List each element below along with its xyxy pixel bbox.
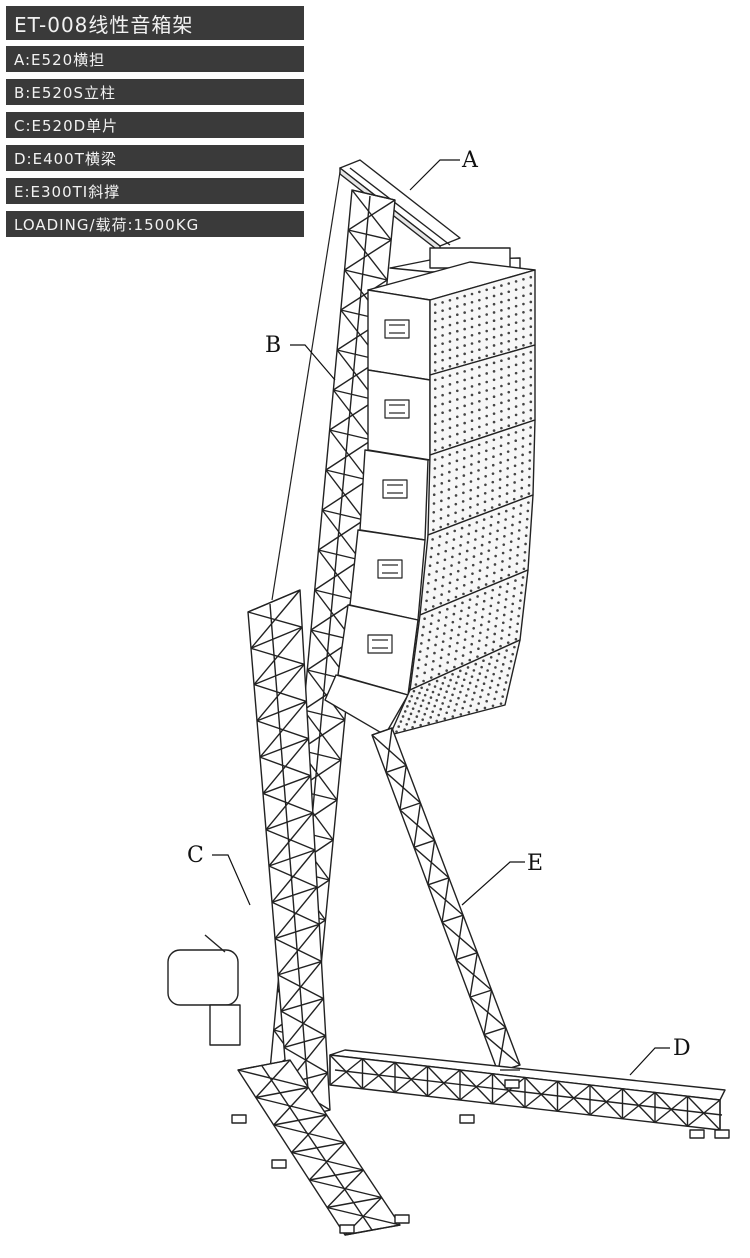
spec-row-e: E:E300TI斜撑 <box>6 178 304 204</box>
spec-row-b: B:E520S立柱 <box>6 79 304 105</box>
diagonal-brace-e <box>371 727 521 1073</box>
spec-title: ET-008线性音箱架 <box>6 6 304 40</box>
callout-a: A <box>461 148 479 173</box>
spec-row-loading: LOADING/载荷:1500KG <box>6 211 304 237</box>
base-beam-front <box>237 1059 401 1236</box>
speaker-array <box>324 247 536 736</box>
spec-row-d: D:E400T横梁 <box>6 145 304 171</box>
callout-c: C <box>187 843 204 868</box>
rear-leg-c <box>247 589 331 1121</box>
callout-e: E <box>527 851 543 876</box>
base-beam-d <box>329 1049 726 1131</box>
hoist-motor <box>167 934 241 1046</box>
callout-d: D <box>673 1036 691 1061</box>
spec-row-a: A:E520横担 <box>6 46 304 72</box>
spec-row-c: C:E520D单片 <box>6 112 304 138</box>
callout-b: B <box>265 333 281 358</box>
